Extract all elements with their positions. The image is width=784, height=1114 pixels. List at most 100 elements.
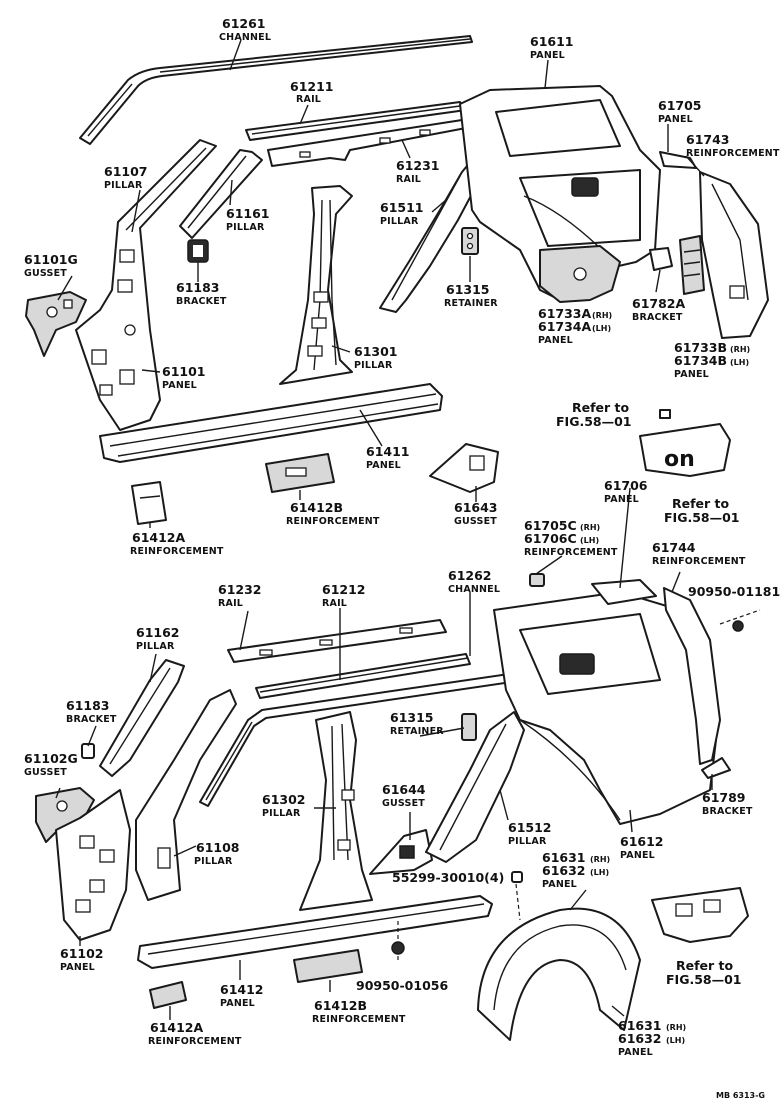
svg-text:61232: 61232 bbox=[218, 582, 262, 597]
wheel-liner-61631-part bbox=[477, 907, 641, 1041]
svg-text:PANEL: PANEL bbox=[530, 50, 565, 61]
svg-text:FIG.58—01: FIG.58—01 bbox=[556, 414, 632, 429]
svg-text:61101G: 61101G bbox=[24, 252, 78, 267]
gusset-61644-part bbox=[369, 829, 433, 875]
reinforcement-61744-part bbox=[663, 587, 721, 765]
svg-text:61612: 61612 bbox=[620, 834, 664, 849]
svg-text:61411: 61411 bbox=[366, 444, 410, 459]
svg-text:PANEL: PANEL bbox=[366, 460, 401, 471]
retainer-61315-top-part bbox=[461, 227, 479, 255]
svg-text:90950-01056: 90950-01056 bbox=[356, 978, 448, 993]
reinforcement-61412b-bottom-part bbox=[293, 949, 363, 983]
svg-text:61101: 61101 bbox=[162, 364, 206, 379]
leader-lines bbox=[55, 39, 713, 1020]
svg-text:BRACKET: BRACKET bbox=[702, 806, 753, 817]
rail-61212-part bbox=[255, 653, 471, 699]
svg-text:(RH): (RH) bbox=[592, 311, 612, 320]
svg-text:FIG.58—01: FIG.58—01 bbox=[666, 972, 742, 987]
svg-text:61706C: 61706C bbox=[524, 531, 577, 546]
svg-text:REINFORCEMENT: REINFORCEMENT bbox=[130, 546, 224, 557]
svg-text:61211: 61211 bbox=[290, 79, 334, 94]
svg-text:Refer to: Refer to bbox=[676, 958, 734, 973]
svg-text:(RH): (RH) bbox=[580, 523, 600, 532]
pillar-61161-part bbox=[179, 149, 263, 239]
svg-text:(LH): (LH) bbox=[666, 1036, 685, 1045]
bolt-90950-01056-part bbox=[391, 920, 405, 960]
label-61733a-61734a: 61733A(RH) 61734A(LH) PANEL bbox=[538, 306, 612, 346]
svg-text:PANEL: PANEL bbox=[674, 369, 709, 380]
label-61631-61632-top: 61631(RH) 61632(LH) PANEL bbox=[542, 850, 610, 890]
svg-text:RETAINER: RETAINER bbox=[444, 298, 498, 309]
reinforcement-61412a-top-part bbox=[131, 481, 167, 525]
clip-55299-30010-part bbox=[511, 871, 523, 921]
svg-text:61512: 61512 bbox=[508, 820, 552, 835]
reinforcement-61412b-top-part bbox=[265, 453, 335, 493]
ref-fig58-01-bottom: Refer to FIG.58—01 bbox=[666, 958, 742, 987]
svg-text:GUSSET: GUSSET bbox=[382, 798, 425, 809]
ref-fig58-01-top-right: Refer to FIG.58—01 bbox=[664, 496, 740, 525]
svg-text:BRACKET: BRACKET bbox=[632, 312, 683, 323]
svg-text:RAIL: RAIL bbox=[218, 598, 243, 609]
svg-text:61412B: 61412B bbox=[314, 998, 367, 1013]
svg-text:61108: 61108 bbox=[196, 840, 240, 855]
panel-61706-part bbox=[591, 579, 657, 605]
front-panel-61101-part bbox=[75, 139, 217, 431]
svg-text:(LH): (LH) bbox=[592, 324, 611, 333]
bracket-61782a-part bbox=[649, 247, 673, 271]
svg-text:CHANNEL: CHANNEL bbox=[219, 32, 271, 43]
svg-text:GUSSET: GUSSET bbox=[454, 516, 497, 527]
svg-text:REINFORCEMENT: REINFORCEMENT bbox=[286, 516, 380, 527]
svg-text:(LH): (LH) bbox=[730, 358, 749, 367]
figure-code: MB 6313-G bbox=[716, 1091, 765, 1100]
svg-text:REINFORCEMENT: REINFORCEMENT bbox=[524, 547, 618, 558]
fig58-ref-part-top: on bbox=[639, 409, 731, 477]
reinforcement-61743-part bbox=[699, 171, 769, 339]
svg-text:PILLAR: PILLAR bbox=[104, 180, 143, 191]
svg-text:PILLAR: PILLAR bbox=[136, 641, 175, 652]
svg-text:CHANNEL: CHANNEL bbox=[448, 584, 500, 595]
svg-text:(RH): (RH) bbox=[590, 855, 610, 864]
svg-text:Refer to: Refer to bbox=[672, 496, 730, 511]
svg-text:BRACKET: BRACKET bbox=[176, 296, 227, 307]
svg-text:PANEL: PANEL bbox=[620, 850, 655, 861]
channel-61261-part bbox=[79, 35, 473, 145]
svg-text:PILLAR: PILLAR bbox=[508, 836, 547, 847]
label-bolt-90950-01056: 90950-01056 bbox=[356, 978, 448, 993]
pillar-61162-part bbox=[99, 659, 185, 777]
svg-text:61161: 61161 bbox=[226, 206, 270, 221]
svg-text:(RH): (RH) bbox=[730, 345, 750, 354]
svg-text:PILLAR: PILLAR bbox=[380, 216, 419, 227]
svg-text:REINFORCEMENT: REINFORCEMENT bbox=[652, 556, 746, 567]
svg-text:61102G: 61102G bbox=[24, 751, 78, 766]
svg-text:PILLAR: PILLAR bbox=[354, 360, 393, 371]
pillar-61302-part bbox=[299, 711, 373, 911]
svg-text:RAIL: RAIL bbox=[296, 94, 321, 105]
svg-text:61789: 61789 bbox=[702, 790, 746, 805]
svg-text:61412B: 61412B bbox=[290, 500, 343, 515]
svg-text:61733B: 61733B bbox=[674, 340, 727, 355]
svg-text:PANEL: PANEL bbox=[618, 1047, 653, 1058]
svg-text:PANEL: PANEL bbox=[162, 380, 197, 391]
label-bolt-90950-01181: 90950-01181 bbox=[688, 584, 780, 599]
svg-text:61733A: 61733A bbox=[538, 306, 591, 321]
svg-text:61631: 61631 bbox=[542, 850, 586, 865]
